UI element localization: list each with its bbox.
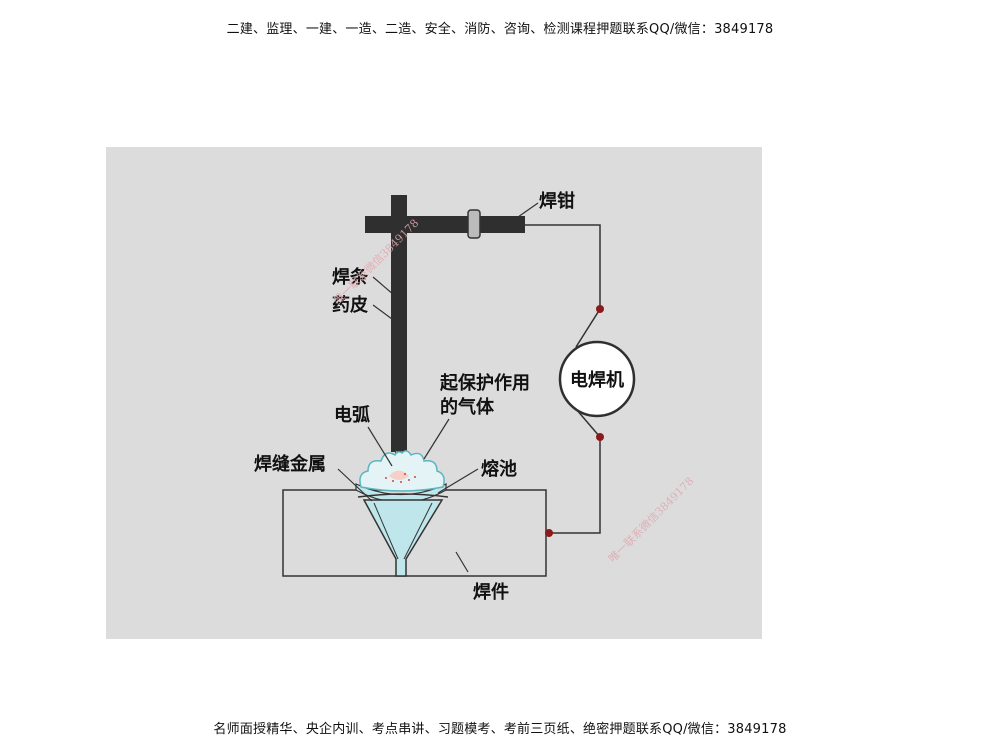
label-machine: 电焊机 <box>570 369 624 391</box>
connector-dot <box>545 529 553 537</box>
arc-glow <box>389 470 409 480</box>
label-weld-metal: 焊缝金属 <box>254 453 326 475</box>
spark <box>385 477 387 479</box>
welding-diagram: 焊钳 焊条 药皮 电焊机 起保护作用 的气体 电弧 焊缝金属 熔池 焊件 唯一联… <box>106 147 762 639</box>
spark <box>408 479 410 481</box>
groove-inner-left <box>373 502 399 560</box>
label-workpiece: 焊件 <box>473 581 509 603</box>
connector-dot <box>596 305 604 313</box>
label-shield-gas-line2: 的气体 <box>440 396 495 418</box>
arc-sparks <box>385 473 416 483</box>
clamp-tip <box>511 216 521 233</box>
clamp-collar <box>467 209 481 239</box>
leader-electrode <box>372 276 395 296</box>
leader-shield-gas <box>423 418 450 460</box>
label-molten-pool: 熔池 <box>481 458 517 480</box>
leader-workpiece <box>455 551 469 573</box>
wire-bottom <box>546 408 601 534</box>
connector-dot <box>596 433 604 441</box>
footer-banner: 名师面授精华、央企内训、考点串讲、习题模考、考前三页纸、绝密押题联系QQ/微信：… <box>213 722 787 737</box>
header-banner: 二建、监理、一建、一造、二造、安全、消防、咨询、检测课程押题联系QQ/微信：38… <box>226 22 774 37</box>
label-arc: 电弧 <box>334 404 370 426</box>
groove-inner-right <box>403 502 433 560</box>
leader-coating <box>372 304 393 320</box>
leader-molten-pool <box>437 468 479 494</box>
spark <box>404 473 406 475</box>
label-coating: 药皮 <box>332 294 368 316</box>
label-shield-gas-line1: 起保护作用 <box>439 372 530 394</box>
weld-groove <box>362 499 444 577</box>
label-clamp: 焊钳 <box>539 190 575 212</box>
leader-clamp <box>517 202 539 218</box>
clamp-handle <box>365 216 525 233</box>
spark <box>414 476 416 478</box>
shield-gas-cloud <box>359 450 445 492</box>
wire-top <box>524 224 601 348</box>
welding-machine <box>558 340 636 418</box>
leader-weld-metal <box>337 468 373 502</box>
electrode-rod <box>391 195 407 452</box>
spark <box>392 480 394 482</box>
leader-arc <box>367 426 393 467</box>
label-electrode: 焊条 <box>332 266 369 288</box>
spark <box>400 481 402 483</box>
